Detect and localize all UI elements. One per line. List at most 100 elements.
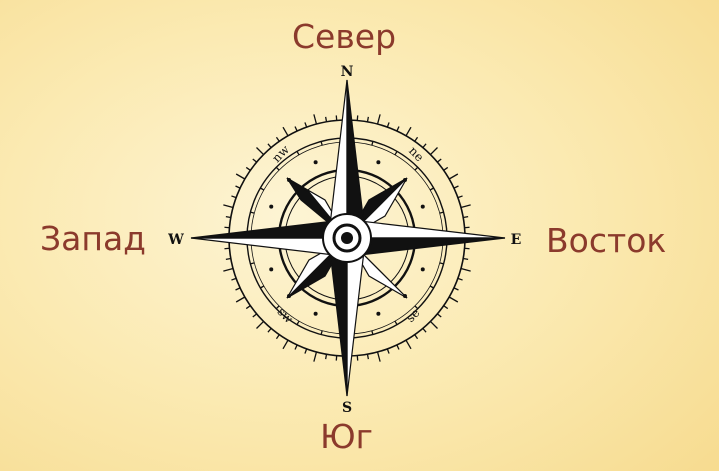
compass-tick: [366, 354, 370, 360]
compass-inner-tick: [371, 330, 374, 335]
cardinal-letters: N S W E: [167, 64, 521, 416]
compass-inner-tick: [260, 285, 265, 289]
compass-tick: [304, 348, 308, 354]
compass-inner-tick: [250, 262, 255, 265]
compass-inner-tick: [429, 285, 434, 289]
compass-tick: [267, 143, 272, 149]
compass-inner-tick: [296, 320, 300, 325]
compass-inner-tick: [394, 320, 398, 325]
compass-tick: [376, 114, 381, 125]
compass-inner-tick: [320, 141, 323, 146]
compass-tick: [275, 334, 280, 340]
letter-se: se: [403, 306, 422, 325]
compass-inner-tick: [320, 330, 323, 335]
letter-n: N: [341, 64, 354, 80]
compass-tick: [324, 354, 328, 360]
compass-inner-tick: [275, 305, 280, 310]
compass-dot: [420, 267, 425, 272]
compass-tick: [396, 126, 400, 132]
compass-tick: [223, 204, 234, 209]
compass-tick: [457, 195, 463, 199]
compass-tick: [422, 143, 427, 149]
compass-tick: [460, 204, 471, 209]
compass-inner-tick: [250, 211, 255, 214]
compass-tick: [282, 126, 289, 137]
compass-tick: [294, 344, 298, 350]
compass-tick: [235, 287, 241, 291]
letter-w: W: [167, 232, 184, 248]
compass-tick: [282, 339, 289, 350]
compass-tick: [405, 339, 412, 350]
compass-tick: [256, 147, 265, 156]
compass-tick: [443, 305, 449, 310]
compass-inner-tick: [439, 262, 444, 265]
compass-tick: [252, 313, 258, 318]
compass-dot: [269, 267, 274, 272]
compass-tick: [223, 267, 234, 272]
compass-inner-tick: [394, 151, 398, 156]
compass-inner-tick: [414, 166, 419, 171]
compass-tick: [405, 126, 412, 137]
compass-tick: [429, 147, 438, 156]
compass-inner-tick: [439, 211, 444, 214]
compass-tick: [386, 348, 390, 354]
compass-tick: [460, 267, 471, 272]
compass-tick: [422, 327, 427, 333]
letter-s: S: [342, 400, 352, 416]
compass-tick: [231, 277, 237, 281]
compass-tick: [448, 296, 459, 303]
compass-tick: [376, 351, 381, 362]
compass-dot: [376, 160, 381, 165]
compass-inner-tick: [275, 166, 280, 171]
compass-inner-tick: [414, 305, 419, 310]
compass-tick: [245, 305, 251, 310]
compass-star: [190, 79, 506, 397]
compass-tick: [235, 296, 246, 303]
compass-tick: [313, 351, 318, 362]
compass-tick: [225, 215, 231, 219]
letter-e: E: [511, 232, 522, 248]
compass-inner-tick: [429, 187, 434, 191]
compass-dot: [269, 204, 274, 209]
compass-tick: [414, 334, 419, 340]
compass-dot: [376, 311, 381, 316]
compass-tick: [453, 287, 459, 291]
compass-tick: [414, 136, 419, 142]
compass-tick: [366, 116, 370, 122]
compass-dot: [420, 204, 425, 209]
compass-tick: [443, 166, 449, 171]
label-north: Север: [292, 17, 397, 56]
label-east: Восток: [546, 221, 667, 260]
label-south: Юг: [320, 417, 373, 456]
compass-inner-tick: [260, 187, 265, 191]
compass-tick: [304, 122, 308, 128]
compass-tick: [267, 327, 272, 333]
compass-inner-tick: [296, 151, 300, 156]
star-cardinal-points: [190, 79, 506, 397]
compass-dot: [313, 160, 318, 165]
compass-dot: [313, 311, 318, 316]
compass-tick: [235, 185, 241, 189]
compass-inner-tick: [371, 141, 374, 146]
compass-tick: [453, 185, 459, 189]
compass-tick: [448, 173, 459, 180]
compass-tick: [294, 126, 298, 132]
compass-tick: [231, 195, 237, 199]
compass-tick: [245, 166, 251, 171]
compass-tick: [386, 122, 390, 128]
compass-tick: [256, 320, 265, 329]
compass-tick: [436, 158, 442, 163]
label-west: Запад: [40, 219, 146, 258]
compass-tick: [457, 277, 463, 281]
compass-tick: [396, 344, 400, 350]
compass-tick: [463, 215, 469, 219]
compass-tick: [463, 257, 469, 261]
center-hub-core: [341, 232, 353, 244]
compass-tick: [324, 116, 328, 122]
compass-tick: [429, 320, 438, 329]
compass-tick: [235, 173, 246, 180]
compass-tick: [436, 313, 442, 318]
compass-tick: [252, 158, 258, 163]
compass-tick: [225, 257, 231, 261]
